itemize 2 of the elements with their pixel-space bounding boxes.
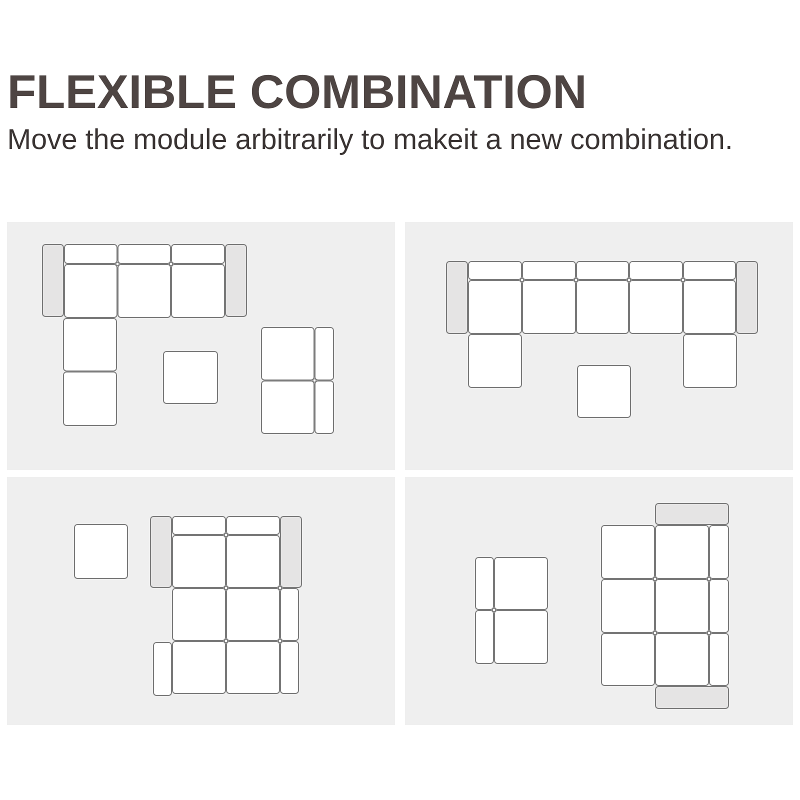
- heading: FLEXIBLE COMBINATION: [10, 74, 584, 108]
- subtitle: Move the module arbitrarily to makeit a new combination.: [10, 128, 730, 155]
